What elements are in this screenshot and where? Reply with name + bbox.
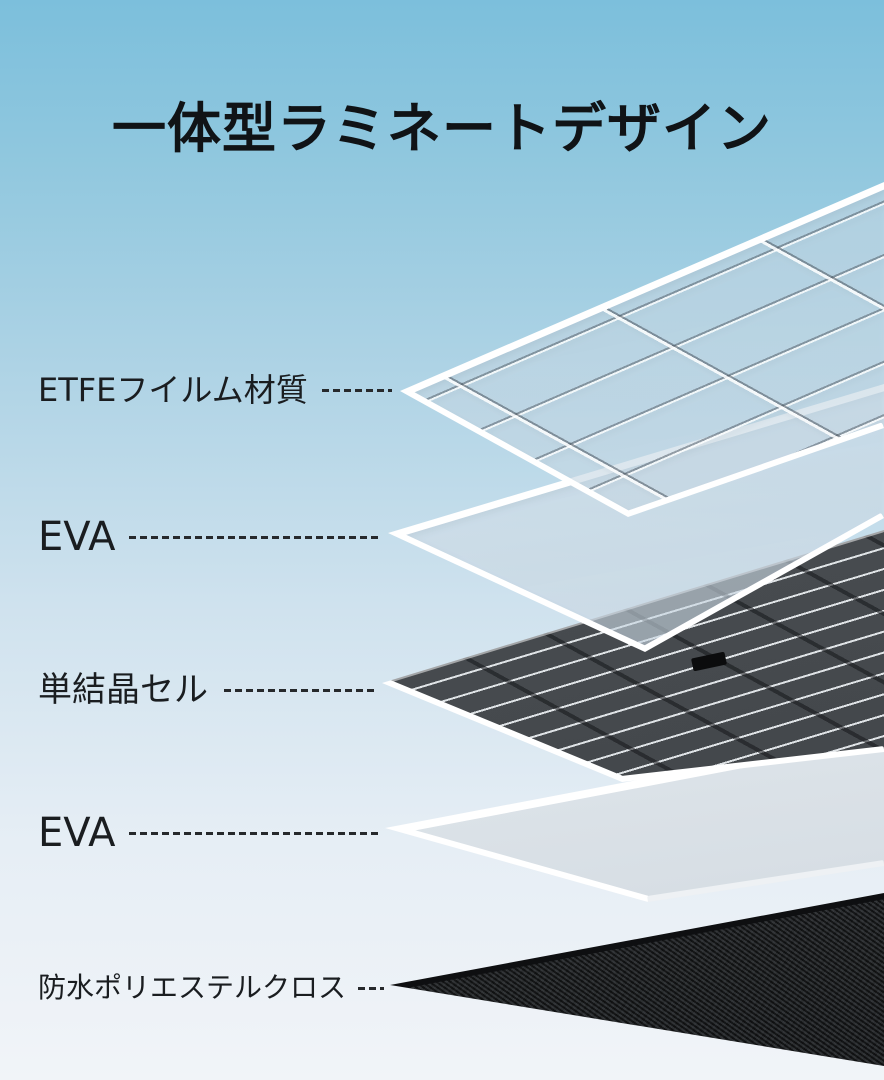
label-text: 防水ポリエステルクロス [38, 971, 347, 1004]
label-polyester-cloth: 防水ポリエステルクロス [38, 966, 385, 1010]
page-title: 一体型ラミネートデザイン [112, 97, 772, 160]
label-eva-lower: EVA [38, 810, 382, 856]
label-text: 単結晶セル [38, 670, 208, 710]
leader-line [321, 388, 392, 392]
label-etfe-film: ETFEフイルム材質 [38, 368, 392, 412]
leader-line [224, 688, 376, 692]
label-text: EVA [38, 514, 116, 560]
label-mono-cell: 単結晶セル [38, 668, 376, 712]
label-text: EVA [38, 810, 116, 856]
label-eva-upper: EVA [38, 514, 380, 560]
label-text: ETFEフイルム材質 [38, 371, 308, 409]
leader-line [129, 535, 380, 539]
leader-line [358, 986, 385, 990]
leader-line [129, 831, 382, 835]
